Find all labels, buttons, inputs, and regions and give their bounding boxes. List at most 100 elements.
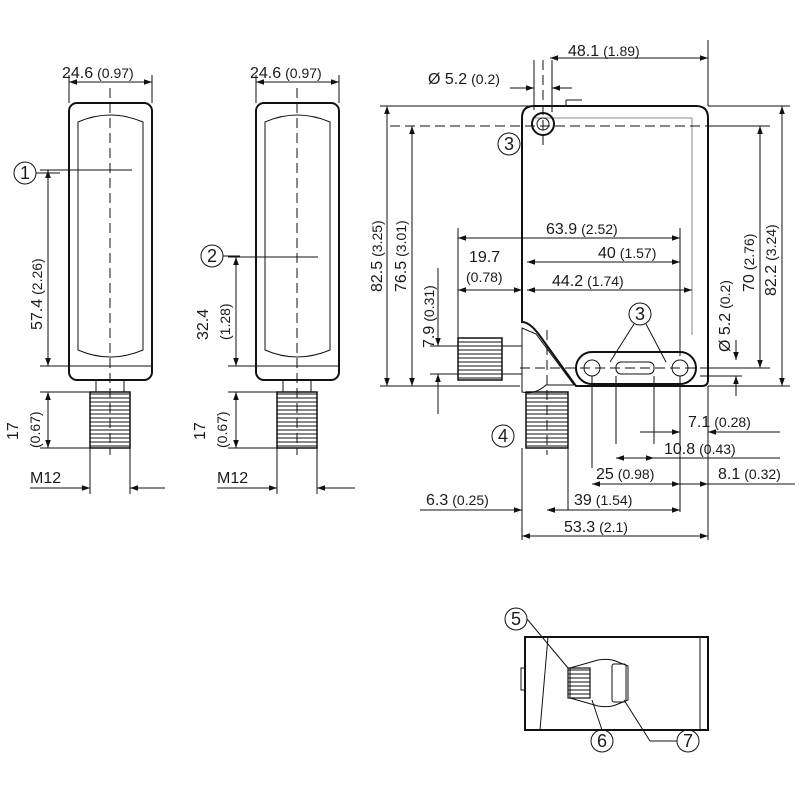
dim-70-value: 70 bbox=[741, 274, 758, 292]
callout-7: 7 bbox=[683, 731, 693, 751]
dim-conn-inch: (0.67) bbox=[214, 411, 230, 448]
dim-width-value: 24.6 bbox=[62, 65, 93, 82]
detail-view: 5 6 7 bbox=[504, 607, 709, 753]
svg-text:82.5(3.25): 82.5 (3.25) bbox=[369, 220, 386, 292]
svg-text:70(2.76): 70 (2.76) bbox=[741, 234, 758, 292]
dim-81-inch: (0.32) bbox=[744, 466, 781, 482]
dim-48-value: 48.1 bbox=[568, 43, 599, 60]
svg-text:7.9(0.31): 7.9 (0.31) bbox=[421, 285, 438, 348]
dim-conn-value: 17 bbox=[192, 422, 209, 440]
dim-765-inch: (3.01) bbox=[393, 220, 409, 257]
svg-text:57.4(2.26): 57.4(2.26) bbox=[29, 258, 46, 330]
dim-197-inch: (0.78) bbox=[466, 269, 503, 285]
dim-conn-value: 17 bbox=[5, 422, 22, 440]
dim-48-inch: (1.89) bbox=[603, 43, 640, 59]
dim-79-value: 7.9 bbox=[421, 326, 438, 348]
svg-text:40(1.57): 40(1.57) bbox=[598, 245, 656, 262]
dim-71-inch: (0.28) bbox=[714, 414, 751, 430]
dim-71-value: 7.1 bbox=[688, 414, 710, 431]
svg-text:17: 17 bbox=[192, 422, 209, 440]
dim-81-value: 8.1 bbox=[718, 466, 740, 483]
svg-text:44.2(1.74): 44.2(1.74) bbox=[552, 273, 624, 290]
svg-text:6.3(0.25): 6.3(0.25) bbox=[426, 492, 489, 509]
svg-text:76.5(3.01): 76.5 (3.01) bbox=[393, 220, 410, 292]
callout-6: 6 bbox=[597, 731, 607, 751]
dim-639-value: 63.9 bbox=[546, 221, 577, 238]
callout-2: 2 bbox=[207, 246, 217, 266]
dim-hole-side-value: Ø 5.2 bbox=[717, 313, 734, 352]
svg-text:(0.67): (0.67) bbox=[27, 411, 43, 448]
svg-text:39(1.54): 39(1.54) bbox=[574, 492, 632, 509]
svg-text:(1.28): (1.28) bbox=[217, 303, 233, 340]
svg-text:7.1(0.28): 7.1(0.28) bbox=[688, 414, 751, 431]
dim-765-value: 76.5 bbox=[393, 261, 410, 292]
dim-533-value: 53.3 bbox=[564, 519, 595, 536]
svg-text:Ø 5.2(0.2): Ø 5.2 (0.2) bbox=[717, 280, 734, 352]
dim-533-inch: (2.1) bbox=[599, 519, 628, 535]
svg-text:10.8(0.43): 10.8(0.43) bbox=[664, 441, 736, 458]
svg-text:Ø 5.2(0.2): Ø 5.2(0.2) bbox=[428, 71, 500, 88]
dim-40-value: 40 bbox=[598, 245, 616, 262]
dim-height-inch: (1.28) bbox=[217, 303, 233, 340]
callout-3-bottom: 3 bbox=[635, 304, 645, 324]
svg-text:53.3(2.1): 53.3(2.1) bbox=[564, 519, 628, 536]
dim-825-value: 82.5 bbox=[369, 261, 386, 292]
indicator-led bbox=[611, 663, 627, 703]
detail-housing bbox=[524, 636, 709, 731]
dim-639-inch: (2.52) bbox=[581, 221, 618, 237]
dim-thread: M12 bbox=[217, 470, 248, 487]
connector-thread-side bbox=[457, 337, 503, 381]
lens-window bbox=[264, 114, 331, 358]
callout-3-bottom-circle bbox=[628, 302, 652, 326]
dim-442-inch: (1.74) bbox=[587, 273, 624, 289]
dim-width-inch: (0.97) bbox=[285, 65, 322, 81]
dim-79-inch: (0.31) bbox=[421, 285, 437, 322]
svg-text:32.4: 32.4 bbox=[195, 309, 212, 340]
callout-1: 1 bbox=[20, 163, 30, 183]
svg-text:24.6(0.97): 24.6(0.97) bbox=[62, 65, 134, 82]
dim-hole-top-inch: (0.2) bbox=[471, 71, 500, 87]
dim-height-value: 57.4 bbox=[29, 299, 46, 330]
front-view-2: 24.6(0.97) 32.4 (1.28) 2 17 (0.67) M12 bbox=[192, 65, 355, 494]
dim-width-value: 24.6 bbox=[250, 65, 281, 82]
svg-text:82.2(3.24): 82.2(3.24) bbox=[763, 224, 780, 296]
potentiometer bbox=[569, 658, 629, 708]
dim-822-inch: (3.24) bbox=[763, 224, 779, 261]
dim-hole-top-value: Ø 5.2 bbox=[428, 71, 467, 88]
dim-108-value: 10.8 bbox=[664, 441, 695, 458]
callout-5: 5 bbox=[511, 609, 521, 629]
dim-conn-inch: (0.67) bbox=[27, 411, 43, 448]
lens-window bbox=[77, 114, 144, 358]
svg-text:8.1(0.32): 8.1(0.32) bbox=[718, 466, 781, 483]
dim-39-inch: (1.54) bbox=[596, 492, 633, 508]
dim-825-inch: (3.25) bbox=[369, 220, 385, 257]
dim-hole-side-inch: (0.2) bbox=[717, 280, 733, 309]
callout-3-top-circle bbox=[497, 132, 521, 156]
side-view: 3 3 4 48.1(1.89) Ø 5.2(0.2) 82.5(3.25) 7… bbox=[369, 40, 795, 540]
svg-text:(0.67): (0.67) bbox=[214, 411, 230, 448]
connector-thread bbox=[89, 391, 131, 449]
connector-angled bbox=[521, 327, 575, 394]
dim-70-inch: (2.76) bbox=[741, 234, 757, 271]
dim-25-value: 25 bbox=[596, 466, 614, 483]
svg-text:48.1(1.89): 48.1(1.89) bbox=[568, 43, 640, 60]
dim-63-value: 6.3 bbox=[426, 492, 448, 509]
callout-4: 4 bbox=[498, 426, 508, 446]
dim-width-inch: (0.97) bbox=[97, 65, 134, 81]
dim-thread: M12 bbox=[30, 470, 61, 487]
svg-text:63.9(2.52): 63.9(2.52) bbox=[546, 221, 618, 238]
svg-text:24.6(0.97): 24.6(0.97) bbox=[250, 65, 322, 82]
mount-plate bbox=[575, 351, 697, 385]
dim-442-value: 44.2 bbox=[552, 273, 583, 290]
dim-25-inch: (0.98) bbox=[618, 466, 655, 482]
connector-thread bbox=[276, 391, 318, 449]
dim-40-inch: (1.57) bbox=[620, 245, 657, 261]
dim-108-inch: (0.43) bbox=[699, 441, 736, 457]
potentiometer-knob bbox=[567, 667, 591, 699]
dim-39-value: 39 bbox=[574, 492, 592, 509]
dim-63-inch: (0.25) bbox=[452, 492, 489, 508]
dim-197-value: 19.7 bbox=[469, 249, 500, 266]
callout-3-top: 3 bbox=[504, 134, 514, 154]
front-view-1: 24.6(0.97) 57.4(2.26) 1 17 (0.67) M12 bbox=[5, 65, 165, 494]
